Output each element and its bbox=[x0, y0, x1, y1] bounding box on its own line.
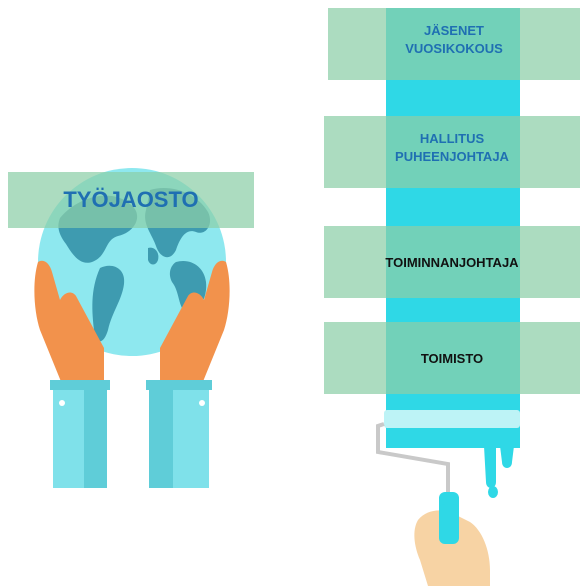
page-title: TYÖJAOSTO bbox=[63, 187, 199, 212]
level-4-label: TOIMISTO bbox=[420, 351, 484, 366]
level-2-line-1: HALLITUS bbox=[419, 131, 485, 146]
level-band-2 bbox=[324, 116, 580, 188]
level-band-1 bbox=[328, 8, 580, 80]
level-band-4 bbox=[324, 322, 580, 394]
level-1-line-2: VUOSIKOKOUS bbox=[405, 40, 503, 56]
level-1-label: JÄSENET VUOSIKOKOUS bbox=[328, 22, 580, 58]
level-2-label: HALLITUS PUHEENJOHTAJA bbox=[324, 130, 580, 166]
level-3-label: TOIMINNANJOHTAJA bbox=[385, 255, 519, 270]
level-band-3 bbox=[324, 226, 580, 298]
level-1-line-1: JÄSENET bbox=[424, 23, 484, 38]
level-2-line-2: PUHEENJOHTAJA bbox=[395, 148, 509, 164]
title-band bbox=[8, 172, 254, 228]
